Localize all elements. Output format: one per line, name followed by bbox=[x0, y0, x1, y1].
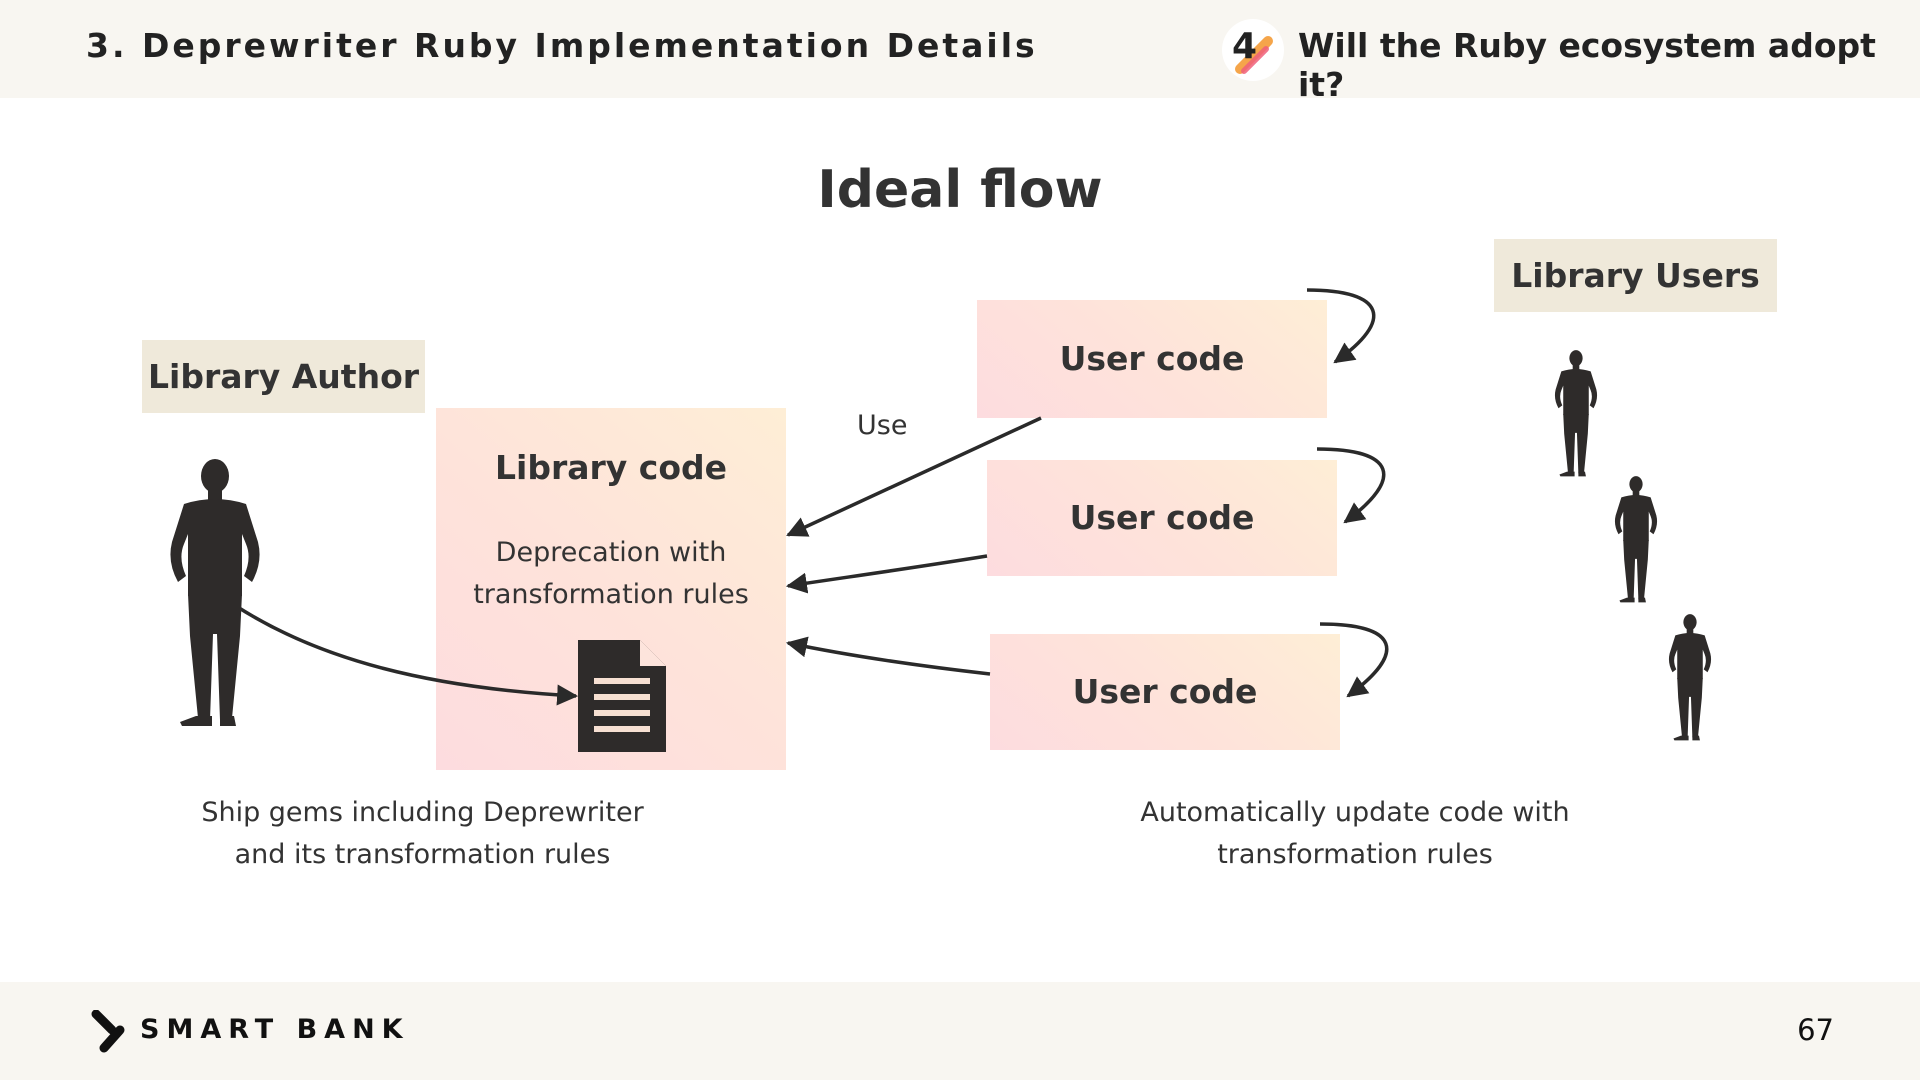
library-code-title: Library code bbox=[494, 448, 727, 487]
caption-right-line1: Automatically update code with bbox=[1140, 797, 1570, 828]
header-bar: 3. Deprewriter Ruby Implementation Detai… bbox=[0, 0, 1920, 104]
smartbank-logo-icon bbox=[91, 1010, 125, 1053]
document-icon bbox=[578, 640, 666, 752]
caption-library-author: Ship gems including Deprewriter and its … bbox=[150, 792, 695, 876]
person-silhouette-icon bbox=[1614, 476, 1658, 603]
footer-bar bbox=[0, 982, 1920, 1080]
user-code-label-2: User code bbox=[1069, 498, 1255, 537]
person-silhouette-icon bbox=[1668, 614, 1712, 741]
use-label: Use bbox=[857, 410, 908, 441]
user-code-2-self-update-arrow bbox=[1316, 447, 1386, 524]
user-code-1-self-update-arrow bbox=[1306, 288, 1376, 364]
user-code-box-2: User code bbox=[987, 460, 1337, 576]
user-code-box-1: User code bbox=[977, 300, 1327, 418]
library-code-desc-line1: Deprecation with bbox=[495, 537, 727, 568]
user-code-label-1: User code bbox=[1059, 339, 1245, 378]
user-code-2-use-arrow bbox=[785, 554, 988, 594]
user-code-3-use-arrow bbox=[785, 636, 991, 676]
user-code-label-3: User code bbox=[1072, 672, 1258, 711]
person-silhouette-icon bbox=[1554, 350, 1598, 477]
library-code-box: Library code Deprecation with transforma… bbox=[436, 408, 786, 770]
user-code-1-use-arrow bbox=[786, 416, 1042, 537]
library-code-desc-line2: transformation rules bbox=[473, 579, 749, 610]
caption-right-line2: transformation rules bbox=[1217, 839, 1493, 870]
section-title: 3. Deprewriter Ruby Implementation Detai… bbox=[86, 26, 1038, 65]
author-to-document-arrow bbox=[235, 604, 579, 706]
person-silhouette-icon bbox=[170, 459, 260, 726]
user-code-3-self-update-arrow bbox=[1319, 622, 1389, 698]
slide-title: Ideal flow bbox=[817, 160, 1103, 220]
chapter-number: 4 bbox=[1232, 26, 1257, 67]
chapter-4-badge-icon: 4 bbox=[1222, 19, 1284, 81]
library-author-tag: Library Author bbox=[142, 340, 425, 413]
library-users-tag: Library Users bbox=[1494, 239, 1777, 312]
page-number: 67 bbox=[1797, 1013, 1834, 1047]
caption-left-line1: Ship gems including Deprewriter bbox=[201, 797, 644, 828]
caption-library-users: Automatically update code with transform… bbox=[1110, 792, 1600, 876]
user-code-box-3: User code bbox=[990, 634, 1340, 750]
caption-left-line2: and its transformation rules bbox=[234, 839, 611, 870]
brand-name: SMART BANK bbox=[140, 1014, 410, 1045]
chapter-title: Will the Ruby ecosystem adopt it? bbox=[1298, 26, 1876, 104]
